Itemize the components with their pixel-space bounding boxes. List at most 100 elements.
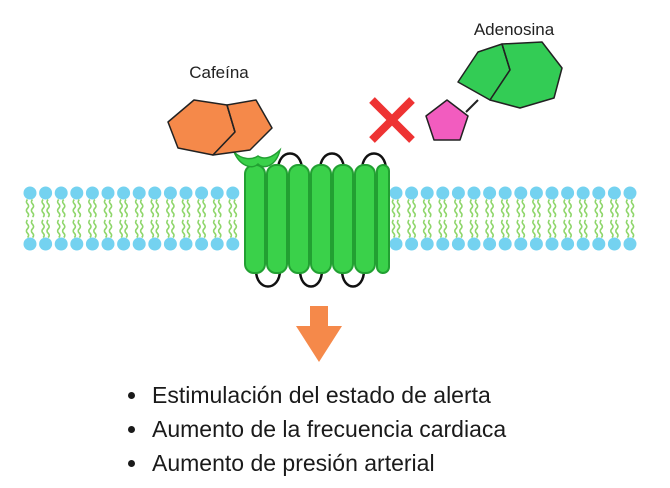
lipid-tail <box>77 219 82 239</box>
lipid-head <box>592 237 606 251</box>
lipid-tail <box>485 198 489 218</box>
lipid-tail <box>594 198 599 218</box>
lipid-tail <box>615 198 619 218</box>
lipid-head <box>85 237 99 251</box>
lipid-head <box>163 186 177 200</box>
x-mark-icon <box>369 97 415 143</box>
lipid-tail <box>171 219 175 239</box>
helix-2 <box>266 164 288 274</box>
lipid-head <box>592 186 606 200</box>
lipid-tail <box>72 219 77 239</box>
lipid-tail <box>599 198 604 218</box>
lipid-tail <box>412 219 416 239</box>
lipid-tail <box>46 198 50 218</box>
lipid-tail <box>443 219 448 239</box>
lipid-tail <box>610 219 614 239</box>
lipid-head <box>436 186 450 200</box>
lipid-tail <box>537 219 541 239</box>
helix-5 <box>332 164 354 274</box>
helix-7 <box>376 164 390 274</box>
lipid-tail <box>88 219 92 239</box>
lipid-tail <box>568 198 572 218</box>
lipid-tail <box>427 219 432 239</box>
lipid-tail <box>485 219 489 239</box>
lipid-tail <box>139 198 144 218</box>
lipid-tail <box>583 219 588 239</box>
lipid-tail <box>469 198 474 218</box>
effect-item: Aumento de presión arterial <box>128 446 506 480</box>
lipid-tail <box>171 198 175 218</box>
lipid-tail <box>108 219 113 239</box>
bullet-icon <box>128 460 135 467</box>
lipid-tail <box>443 198 448 218</box>
lipid-head <box>195 237 209 251</box>
lipid-tail <box>46 219 50 239</box>
lipid-tail <box>630 198 635 218</box>
lipid-tail <box>61 219 66 239</box>
lipid-tail <box>454 219 458 239</box>
lipid-tail <box>537 198 541 218</box>
lipid-head <box>436 237 450 251</box>
lipid-tail <box>547 219 552 239</box>
helix-6 <box>354 164 376 274</box>
lipid-tail <box>228 219 233 239</box>
lipid-tail <box>563 198 567 218</box>
lipid-tail <box>516 219 521 239</box>
lipid-tail <box>124 198 128 218</box>
caffeine-label: Cafeína <box>189 63 249 82</box>
bullet-icon <box>128 426 135 433</box>
lipid-tail <box>228 198 233 218</box>
lipid-head <box>498 237 512 251</box>
lipid-tails <box>25 198 635 239</box>
lipid-head <box>54 186 68 200</box>
down-arrow-icon <box>296 306 342 362</box>
lipid-tail <box>56 198 61 218</box>
lipid-head <box>623 237 637 251</box>
lipid-tail <box>630 219 635 239</box>
lipid-head <box>451 186 465 200</box>
lipid-tail <box>212 198 217 218</box>
lipid-tail <box>459 219 463 239</box>
lipid-head <box>529 237 543 251</box>
lipid-head <box>451 237 465 251</box>
lipid-tail <box>108 198 113 218</box>
lipid-tail <box>103 198 108 218</box>
lipid-head <box>561 186 575 200</box>
lipid-head <box>467 186 481 200</box>
helix-4 <box>310 164 332 274</box>
lipid-head <box>467 237 481 251</box>
lipid-tail <box>615 219 619 239</box>
lipid-tail <box>155 219 160 239</box>
lipid-tail <box>474 219 479 239</box>
lipid-tail <box>88 198 92 218</box>
lipid-tail <box>166 219 170 239</box>
lipid-head <box>23 237 37 251</box>
lipid-head <box>132 237 146 251</box>
lipid-head <box>132 186 146 200</box>
lipid-tail <box>490 219 494 239</box>
lipid-tail <box>532 198 536 218</box>
lipid-tail <box>93 198 97 218</box>
lipid-head <box>226 237 240 251</box>
lipid-head <box>561 237 575 251</box>
lipid-tail <box>212 219 217 239</box>
lipid-tail <box>412 198 416 218</box>
lipid-heads <box>23 186 637 251</box>
effect-text: Aumento de presión arterial <box>152 450 435 476</box>
lipid-tail <box>427 198 432 218</box>
lipid-tail <box>407 198 411 218</box>
lipid-tail <box>474 198 479 218</box>
lipid-head <box>70 186 84 200</box>
binding-pocket <box>233 147 282 168</box>
lipid-tail <box>186 198 191 218</box>
lipid-head <box>405 186 419 200</box>
lipid-tail <box>134 219 139 239</box>
lipid-tail <box>454 198 458 218</box>
effect-item: Aumento de la frecuencia cardiaca <box>128 412 506 446</box>
lipid-head <box>420 237 434 251</box>
lipid-head <box>148 237 162 251</box>
lipid-tail <box>391 219 396 239</box>
lipid-tail <box>500 198 505 218</box>
lipid-head <box>545 186 559 200</box>
